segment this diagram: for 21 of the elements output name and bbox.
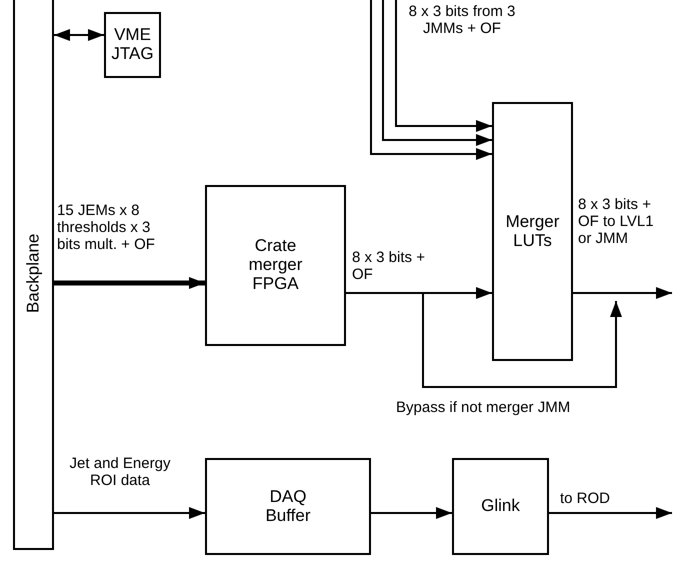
- block-box: [205, 458, 371, 555]
- arrow: [382, 0, 492, 146]
- block-box: [492, 102, 573, 361]
- block-box: [452, 458, 549, 555]
- block-label: Glink: [481, 497, 520, 516]
- block-label: DAQ Buffer: [264, 488, 312, 526]
- arrow: [370, 0, 492, 160]
- arrow: [371, 507, 452, 519]
- block-box: [104, 12, 161, 78]
- arrow: [54, 507, 205, 519]
- arrow: [395, 0, 492, 132]
- arrow: [54, 277, 205, 289]
- arrow: [549, 507, 672, 519]
- block-label: VME JTAG: [110, 26, 155, 64]
- backplane-bar: [13, 0, 54, 550]
- block-label: Crate merger FPGA: [248, 237, 304, 294]
- arrow: [573, 287, 672, 299]
- arrow: [54, 29, 104, 41]
- block-box: [205, 185, 346, 346]
- block-label: Merger LUTs: [504, 212, 560, 250]
- block-label: Backplane: [24, 233, 43, 313]
